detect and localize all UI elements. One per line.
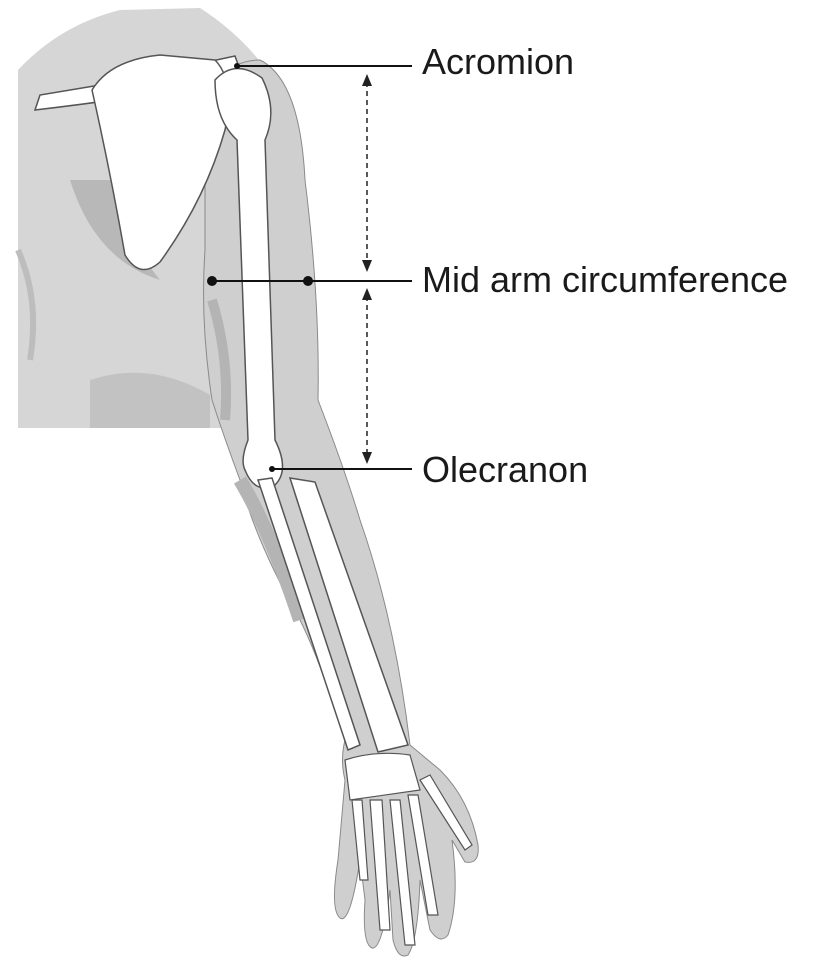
olecranon-label: Olecranon bbox=[422, 452, 588, 488]
mid-arm-dot-right bbox=[303, 276, 313, 286]
mid-arm-circumference-label: Mid arm circumference bbox=[422, 262, 788, 298]
mid-arm-dot-left bbox=[207, 276, 217, 286]
acromion-label: Acromion bbox=[422, 44, 574, 80]
acromion-dot bbox=[234, 63, 240, 69]
measurement-arrows bbox=[362, 74, 372, 464]
olecranon-dot bbox=[269, 466, 275, 472]
